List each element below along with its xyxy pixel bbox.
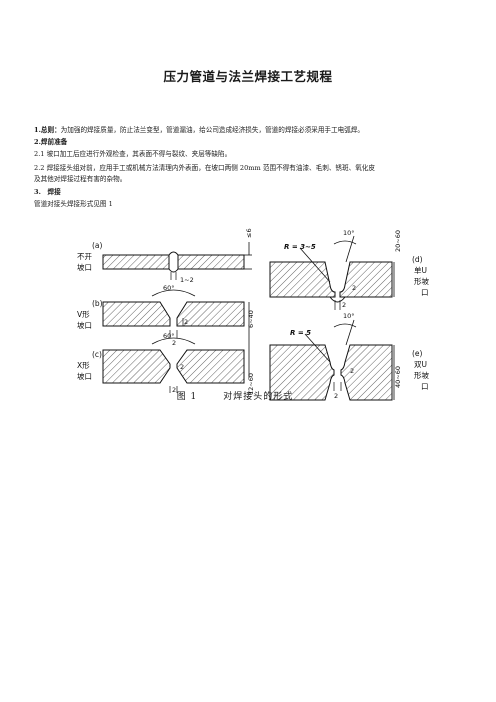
section-prep-heading-text: 2.焊前准备 (34, 138, 68, 146)
joint-d-name-line3: 口 (421, 288, 429, 297)
joint-c-gap: 2 (172, 386, 176, 394)
joint-d-name-line2: 形坡 (414, 276, 429, 286)
section-general-heading: 1.总则： (34, 126, 61, 134)
joint-e-root: 2 (350, 367, 354, 375)
joint-c-x-groove (102, 337, 245, 393)
joint-d-single-u-groove (269, 235, 395, 310)
joint-b-angle: 60° (163, 284, 175, 292)
joint-d-tag: (d) (412, 255, 423, 264)
joint-c-angle: 60° (163, 332, 175, 340)
document-title: 压力管道与法兰焊接工艺规程 (163, 69, 333, 84)
joint-bc-thickness: 6~40 (247, 310, 255, 328)
figure-caption-text: 对焊接头的形式 (223, 392, 294, 402)
joint-a-tag: (a) (92, 241, 103, 250)
section-general: 1.总则：为加强的焊接质量，防止法兰变型，管道漏油，给公司造成经济损失，管道的焊… (34, 124, 464, 136)
joint-c-root: 2 (180, 363, 184, 371)
joint-d-root: 2 (352, 284, 356, 292)
joint-b-tag: (b) (92, 299, 103, 308)
joint-e-gap: 2 (334, 392, 338, 400)
joint-a-name-line1: 不开 (77, 252, 92, 261)
joint-e-tag: (e) (412, 349, 423, 358)
joint-e-name-line1: 双U (414, 360, 427, 369)
joint-d-radius: R = 3~5 (284, 243, 316, 251)
joint-d-name-line1: 单U (414, 265, 427, 275)
joint-e-double-u-groove (269, 319, 395, 401)
joint-d-angle: 10° (343, 229, 355, 237)
joint-a-name-line2: 坡口 (77, 262, 92, 272)
figure-caption: 图 1 对焊接头的形式 (0, 389, 496, 402)
joint-c-tag: (c) (92, 350, 102, 359)
section-welding-heading-text: 3. 焊接 (34, 188, 61, 196)
joint-b-name-line1: V形 (77, 310, 90, 319)
joint-e-radius: R = 5 (290, 329, 311, 337)
joint-b-gap: 2 (172, 339, 176, 347)
joint-b-name-line2: 坡口 (77, 320, 92, 330)
joint-d-thickness: 20~60 (394, 230, 402, 252)
joint-a-thickness: ≤6 (245, 228, 253, 238)
joint-b-v-groove (102, 289, 245, 338)
joint-a-gap: 1~2 (180, 276, 194, 284)
paragraph-2-2: 2.2 焊接接头组对前，应用手工或机械方法清理内外表面，在坡口两侧 20mm 范… (34, 164, 375, 172)
joint-c-thickness: 12~60 (247, 373, 255, 395)
joint-e-thickness: 40~60 (394, 366, 402, 388)
section-general-text: 为加强的焊接质量，防止法兰变型，管道漏油，给公司造成经济损失，管道的焊接必须采用… (60, 126, 364, 134)
joint-e-name-line3: 口 (421, 382, 429, 391)
paragraph-2-2-cont: 及其他对焊接过程有害的杂物。 (34, 175, 127, 183)
joint-d-gap: 2 (342, 301, 346, 309)
section-welding-heading: 3. 焊接 (34, 186, 464, 198)
joint-c-name-line1: X形 (77, 361, 90, 370)
paragraph-3-intro: 管道对接头焊接形式见图 1 (34, 200, 113, 208)
joint-e-angle: 10° (343, 312, 355, 320)
figure-caption-number: 图 1 (176, 392, 198, 402)
joint-a-no-groove (102, 242, 252, 280)
joint-c-name-line2: 坡口 (77, 371, 92, 381)
joint-e-name-line2: 形坡 (414, 370, 429, 380)
joint-b-root: 2 (184, 318, 188, 326)
paragraph-2-1: 2.1 坡口加工后应进行外观检查，其表面不得与裂纹、夹层等缺陷。 (34, 150, 232, 158)
section-prep-heading: 2.焊前准备 (34, 136, 464, 148)
